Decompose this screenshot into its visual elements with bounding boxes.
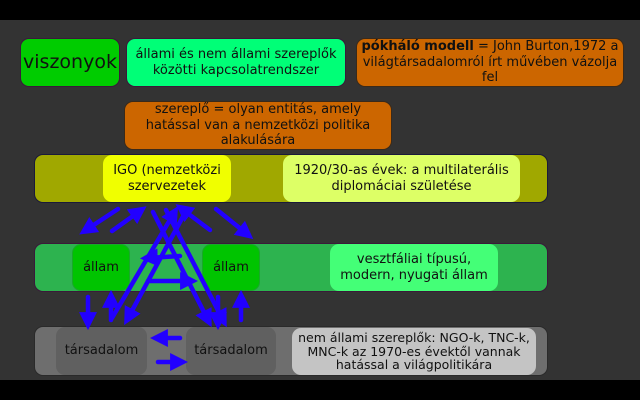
definition-box: állami és nem állami szereplők közötti k… bbox=[126, 38, 346, 87]
state-left-label: állam bbox=[83, 259, 119, 275]
actor-definition-box: szereplő = olyan entitás, amely hatással… bbox=[124, 101, 392, 150]
state-note-box: vesztfáliai típusú, modern, nyugati álla… bbox=[330, 244, 498, 291]
society-left-label: társadalom bbox=[64, 343, 139, 359]
spiderweb-model-desc: = John Burton,1972 a világtársadalomról … bbox=[362, 39, 619, 86]
actor-definition-text: szereplő = olyan entitás, amely hatással… bbox=[145, 102, 371, 149]
igo-box: IGO (nemzetközi szervezetek bbox=[103, 155, 231, 202]
igo-note-box: 1920/30-as évek: a multilaterális diplom… bbox=[283, 155, 520, 202]
igo-label: IGO (nemzetközi szervezetek bbox=[113, 162, 221, 194]
spiderweb-model-text: pókháló modell = John Burton,1972 a vilá… bbox=[361, 39, 619, 86]
society-right-label: társadalom bbox=[194, 343, 268, 359]
society-box-right: társadalom bbox=[186, 327, 276, 375]
state-note-text: vesztfáliai típusú, modern, nyugati álla… bbox=[340, 251, 488, 283]
igo-note-text: 1920/30-as évek: a multilaterális diplom… bbox=[294, 162, 509, 194]
spiderweb-model-box: pókháló modell = John Burton,1972 a vilá… bbox=[356, 38, 624, 87]
definition-text: állami és nem állami szereplők közötti k… bbox=[135, 46, 337, 78]
spiderweb-model-title: pókháló modell bbox=[361, 39, 474, 55]
state-box-right: állam bbox=[202, 244, 260, 291]
society-note-box: nem állami szereplők: NGO-k, TNC-k, MNC-… bbox=[292, 328, 536, 375]
relations-box: viszonyok bbox=[20, 38, 120, 87]
relations-label: viszonyok bbox=[23, 51, 117, 74]
society-note-text: nem állami szereplők: NGO-k, TNC-k, MNC-… bbox=[298, 329, 530, 373]
society-box-left: társadalom bbox=[56, 327, 147, 375]
state-right-label: állam bbox=[213, 259, 249, 275]
state-box-left: állam bbox=[72, 244, 130, 291]
